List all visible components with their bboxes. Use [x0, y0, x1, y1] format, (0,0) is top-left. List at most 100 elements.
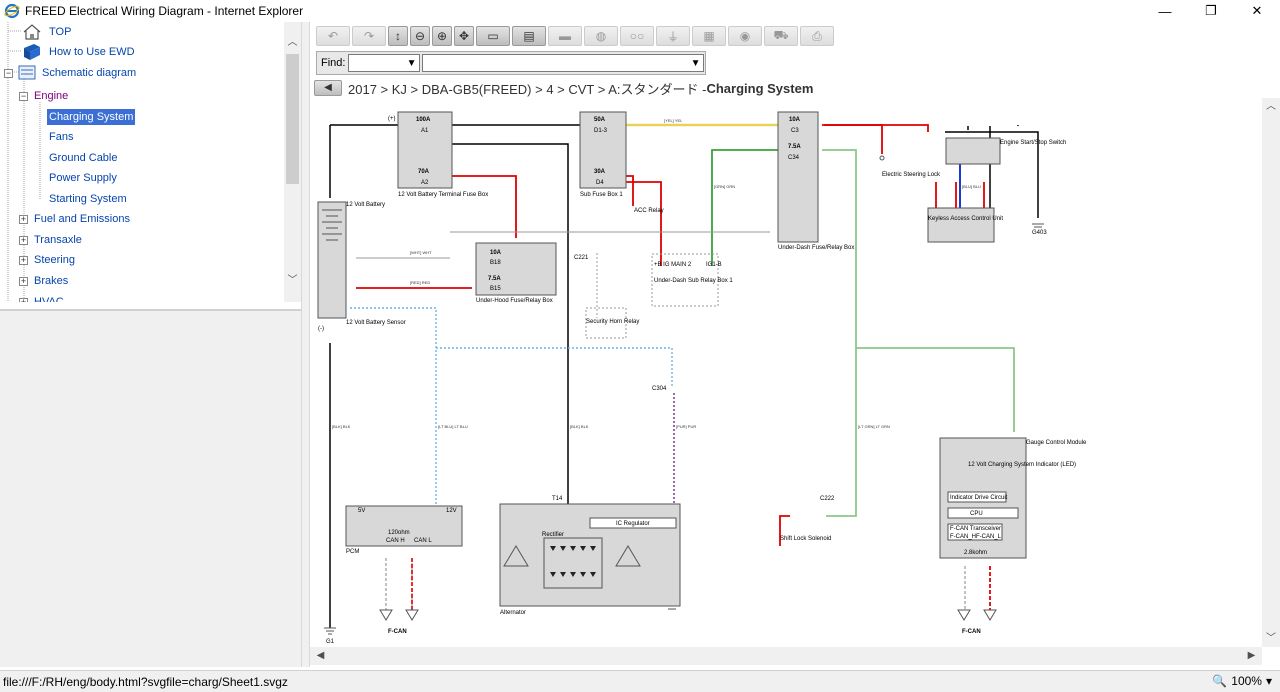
breadcrumb: ◀ 2017 > KJ > DBA-GB5(FREED) > 4 > CVT >…	[314, 78, 813, 98]
maximize-button[interactable]: ❐	[1205, 3, 1217, 18]
pcm-12v-label: 12V	[446, 508, 457, 514]
status-url: file:///F:/RH/eng/body.html?svgfile=char…	[3, 674, 288, 689]
battery-sensor-label: 12 Volt Battery Sensor	[346, 320, 406, 326]
expand-icon[interactable]: +	[19, 213, 28, 224]
tree-item-hvac[interactable]: + HVAC	[19, 292, 66, 302]
chevron-down-icon: ▼	[690, 57, 701, 69]
under-hood-fuse-box[interactable]	[475, 242, 557, 296]
window-title: FREED Electrical Wiring Diagram - Intern…	[25, 4, 304, 18]
expand-icon[interactable]: +	[19, 254, 28, 265]
scroll-up-icon[interactable]: ︿	[1266, 101, 1276, 112]
tree-scrollbar[interactable]: ︿ ﹀	[284, 22, 301, 302]
zoom-in-icon[interactable]: ⊕	[432, 26, 452, 46]
breadcrumb-back-button[interactable]: ◀	[314, 80, 342, 96]
terminal-fuse-box[interactable]	[397, 111, 453, 189]
diagram-toolbar: ↶ ↷ ↕ ⊖ ⊕ ✥ ▭ ▤ ▬ ◍ ○○ ⏚ ▦ ◉ ⛟ ⎙	[316, 26, 834, 48]
ic-regulator-box	[589, 517, 677, 529]
zoom-out-icon[interactable]: ⊖	[410, 26, 430, 46]
keyless-access-unit[interactable]	[927, 207, 995, 243]
scroll-right-icon[interactable]: ▶	[1247, 650, 1256, 661]
find-label: Find:	[321, 57, 346, 69]
start-stop-switch-box[interactable]	[945, 137, 1001, 165]
tree-item-schematic[interactable]: − Schematic diagram	[4, 63, 138, 83]
collapse-icon[interactable]: −	[19, 90, 28, 101]
c304-label: C304	[652, 386, 667, 392]
tree-item-engine[interactable]: − Engine	[19, 86, 70, 106]
stator-winding-right	[615, 545, 641, 567]
ground-icon[interactable]: ⏚	[656, 26, 690, 46]
fuse-icon[interactable]: ▦	[692, 26, 726, 46]
expand-icon[interactable]: +	[19, 234, 28, 245]
light-blue-wire-2	[436, 347, 673, 388]
fuse-a1-id: A1	[421, 128, 429, 134]
ic-regulator-label: IC Regulator	[616, 521, 650, 527]
location-icon[interactable]: ◍	[584, 26, 618, 46]
minimize-button[interactable]: —	[1158, 3, 1172, 19]
tree-item-transaxle[interactable]: + Transaxle	[19, 230, 84, 250]
wire-tag-blk: [BLK] BLK	[332, 424, 351, 429]
fuse-b18-id: B18	[490, 260, 501, 266]
relay-icon[interactable]: ◉	[728, 26, 762, 46]
tree-item-label: Ground Cable	[49, 152, 118, 164]
tree-item-steering[interactable]: + Steering	[19, 250, 77, 270]
pcm-5v-label: 5V	[358, 508, 365, 514]
tree-item-how-to-use[interactable]: How to Use EWD	[22, 42, 137, 62]
scroll-down-icon[interactable]: ﹀	[287, 275, 298, 286]
tree-item-brakes[interactable]: + Brakes	[19, 271, 70, 291]
scroll-up-icon[interactable]: ︿	[287, 37, 298, 48]
zoom-control[interactable]: 🔍 100% ▾	[1212, 674, 1272, 688]
under-dash-sub-relay-box[interactable]	[651, 253, 719, 307]
find-term-select[interactable]: ▼	[422, 54, 705, 72]
tree-item-top[interactable]: TOP	[22, 22, 73, 42]
ground-symbols	[324, 223, 1044, 635]
tree-item-power-supply[interactable]: Power Supply	[47, 168, 119, 188]
tree-item-starting-system[interactable]: Starting System	[47, 189, 129, 209]
under-dash-fuse-box[interactable]	[777, 111, 819, 243]
battery-box[interactable]	[317, 201, 347, 319]
fit-height-icon[interactable]: ↕	[388, 26, 408, 46]
scrollbar-thumb[interactable]	[286, 54, 299, 184]
pan-icon[interactable]: ✥	[454, 26, 474, 46]
expand-icon[interactable]: +	[19, 275, 28, 286]
wire-tag-yel: [YEL] YEL	[664, 118, 683, 123]
gauge-module-label: Gauge Control Module	[1026, 440, 1087, 446]
tree-item-label: Brakes	[34, 275, 69, 287]
tree-item-fuel-emissions[interactable]: + Fuel and Emissions	[19, 209, 132, 229]
print-icon[interactable]: ⎙	[800, 26, 834, 46]
diagram-horizontal-scrollbar[interactable]: ◀ ▶	[310, 647, 1262, 665]
tree-item-ground-cable[interactable]: Ground Cable	[47, 148, 120, 168]
fuse-b18-rating: 10A	[490, 250, 502, 256]
wiring-diagram[interactable]: 12 Volt Battery 12 Volt Battery Sensor (…	[310, 98, 1262, 647]
red-wires	[356, 124, 991, 610]
pane-splitter[interactable]	[301, 22, 310, 667]
stator-winding-left	[503, 545, 529, 567]
fuse-d1-id: D1-3	[594, 128, 608, 134]
find-category-select[interactable]: ▼	[348, 54, 421, 72]
wire-tag-wht: [WHT] WHT	[410, 250, 432, 255]
scroll-down-icon[interactable]: ﹀	[1266, 633, 1276, 644]
splice-icon[interactable]: ○○	[620, 26, 654, 46]
security-horn-relay-box[interactable]	[585, 307, 627, 339]
expand-icon[interactable]: +	[19, 297, 28, 302]
forward-icon[interactable]: ↷	[352, 26, 386, 46]
fuse-a1-rating: 100A	[416, 117, 431, 123]
vehicle-icon[interactable]: ⛟	[764, 26, 798, 46]
status-bar: file:///F:/RH/eng/body.html?svgfile=char…	[0, 670, 1280, 692]
tree-item-charging-system[interactable]: Charging System	[47, 107, 136, 127]
diagram-vertical-scrollbar[interactable]: ︿ ﹀	[1262, 98, 1280, 647]
wire-tag-ltgrn: [LT GRN] LT GRN	[858, 424, 890, 429]
harness-icon[interactable]: ▬	[548, 26, 582, 46]
back-icon[interactable]: ↶	[316, 26, 350, 46]
tree-item-fans[interactable]: Fans	[47, 127, 75, 147]
fuse-d4-rating: 30A	[594, 169, 606, 175]
collapse-icon[interactable]: −	[4, 67, 13, 78]
scroll-left-icon[interactable]: ◀	[316, 650, 325, 661]
close-button[interactable]: ✕	[1251, 3, 1263, 18]
wire-tag-grn: [GRN] GRN	[714, 184, 735, 189]
sub-fuse-box[interactable]	[579, 111, 627, 189]
pcm-box[interactable]	[345, 505, 463, 547]
connector-view-icon[interactable]: ▭	[476, 26, 510, 46]
tree-item-label: Power Supply	[49, 172, 117, 184]
book-icon	[24, 44, 40, 60]
component-list-icon[interactable]: ▤	[512, 26, 546, 46]
